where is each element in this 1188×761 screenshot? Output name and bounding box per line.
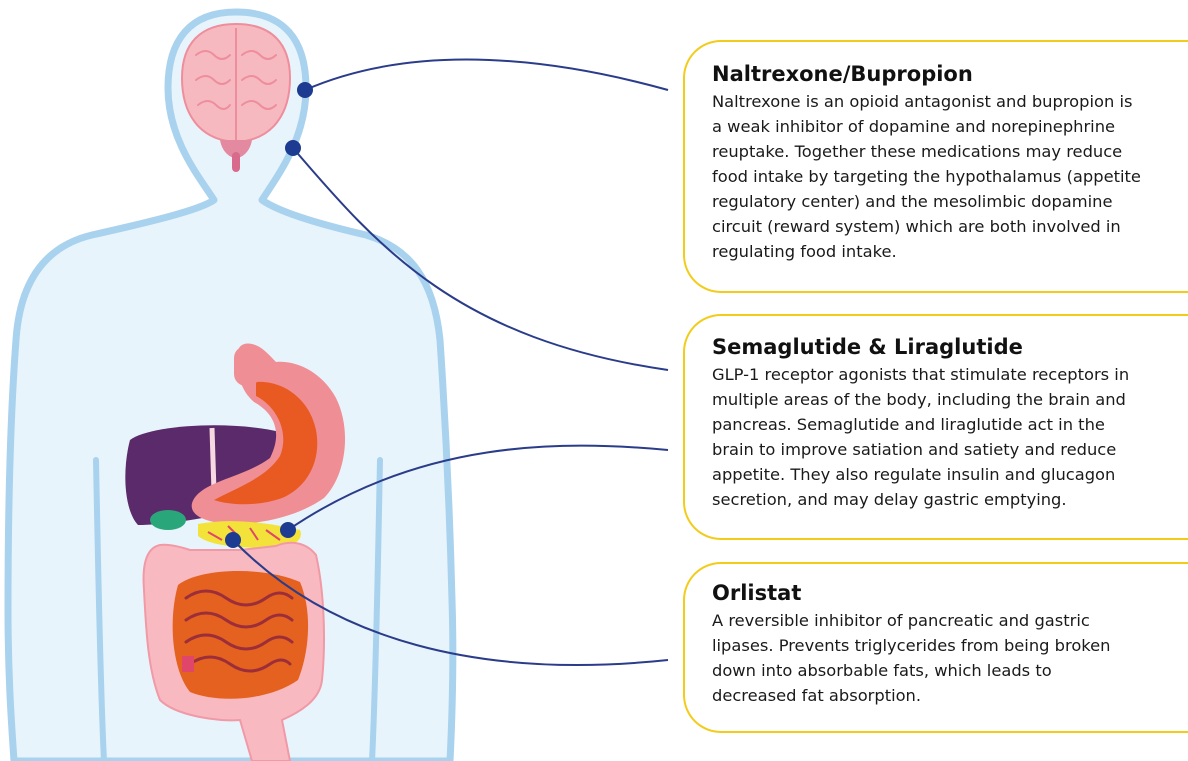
- callout-semaglutide-liraglutide: Semaglutide & Liraglutide GLP-1 receptor…: [683, 314, 1188, 540]
- callout-title: Orlistat: [712, 580, 1188, 606]
- callout-body: A reversible inhibitor of pancreatic and…: [712, 608, 1188, 708]
- small-intestine-icon: [173, 571, 308, 699]
- callout-body: GLP-1 receptor agonists that stimulate r…: [712, 362, 1188, 512]
- callout-orlistat: Orlistat A reversible inhibitor of pancr…: [683, 562, 1188, 733]
- callout-title: Semaglutide & Liraglutide: [712, 334, 1188, 360]
- gallbladder-icon: [150, 510, 186, 530]
- callout-title: Naltrexone/Bupropion: [712, 61, 1188, 87]
- callout-naltrexone-bupropion: Naltrexone/Bupropion Naltrexone is an op…: [683, 40, 1188, 293]
- callout-body: Naltrexone is an opioid antagonist and b…: [712, 89, 1188, 264]
